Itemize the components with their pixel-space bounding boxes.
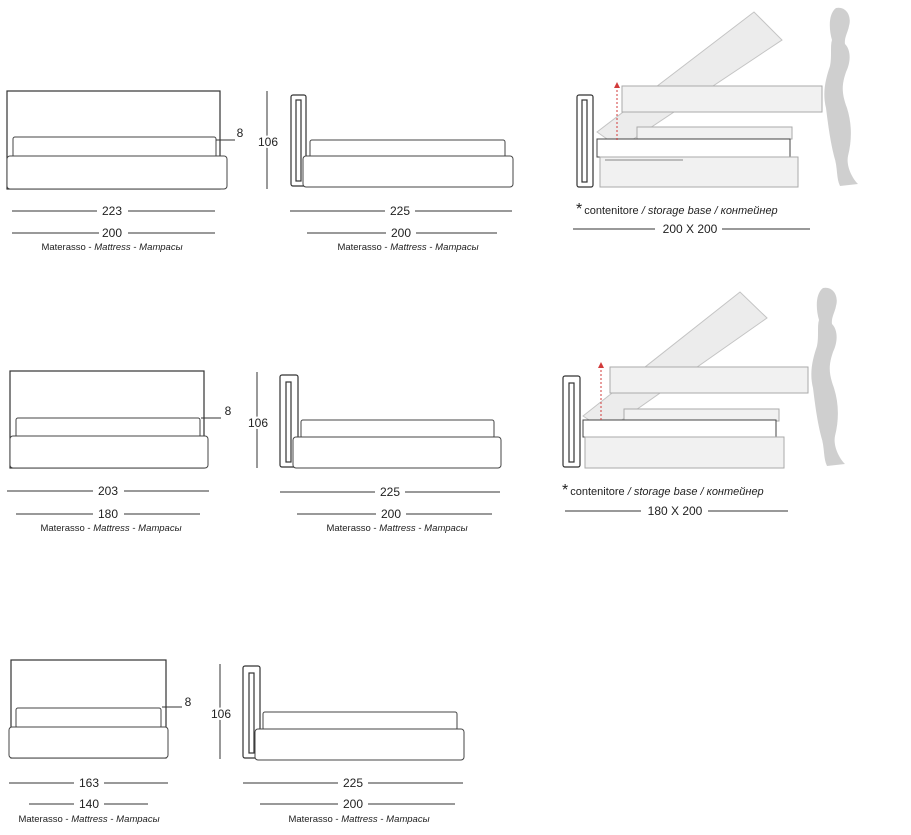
row3-length-label: 225 bbox=[343, 776, 363, 790]
row2-storage-caption: *contenitore / storage base / контейнер bbox=[562, 482, 764, 499]
row2-side-mattress-caption: Materasso - Mattress - Матрасы bbox=[326, 523, 467, 534]
row1-length-label: 225 bbox=[390, 204, 410, 218]
row3-side-view: 106 225 200 Materasso - Mattress - Матра… bbox=[209, 664, 465, 825]
row3-total-width-label: 163 bbox=[79, 776, 99, 790]
row1-mattress-length-label: 200 bbox=[391, 226, 411, 240]
row2-height-label: 106 bbox=[248, 416, 268, 430]
row3-side-mattress-caption: Materasso - Mattress - Матрасы bbox=[288, 814, 429, 825]
row2-front-mattress-caption: Materasso - Mattress - Матрасы bbox=[40, 523, 181, 534]
row1-storage-caption: *contenitore / storage base / контейнер bbox=[576, 201, 778, 218]
row3-front-mattress-caption: Materasso - Mattress - Матрасы bbox=[18, 814, 159, 825]
row2-side-view: 106 225 200 Materasso - Mattress - Матра… bbox=[246, 372, 502, 534]
row1-front-view: 8 223 200 Materasso - Mattress - Матрасы bbox=[6, 90, 244, 253]
woman-silhouette-icon bbox=[811, 287, 845, 466]
row1-height-label: 106 bbox=[258, 135, 278, 149]
row1-storage-size-label: 200 X 200 bbox=[663, 222, 718, 236]
row2-storage-view: *contenitore / storage base / контейнер … bbox=[562, 287, 845, 518]
row2-thickness-label: 8 bbox=[225, 404, 232, 418]
row3-mattress-width-label: 140 bbox=[79, 797, 99, 811]
row1-total-width-label: 223 bbox=[102, 204, 122, 218]
row2-front-view: 8 203 180 Materasso - Mattress - Матрасы bbox=[7, 370, 232, 534]
woman-silhouette-icon bbox=[824, 7, 858, 186]
row3-thickness-label: 8 bbox=[185, 695, 192, 709]
row1-storage-view: *contenitore / storage base / контейнер … bbox=[573, 7, 858, 236]
row2-mattress-width-label: 180 bbox=[98, 507, 118, 521]
row1-side-view: 106 225 200 Materasso - Mattress - Матра… bbox=[256, 91, 514, 253]
row1-mattress-width-label: 200 bbox=[102, 226, 122, 240]
row1-side-mattress-caption: Materasso - Mattress - Матрасы bbox=[337, 242, 478, 253]
row1-front-mattress-caption: Materasso - Mattress - Матрасы bbox=[41, 242, 182, 253]
row3-front-view: 8 163 140 Materasso - Mattress - Матрасы bbox=[8, 659, 192, 825]
row3-height-label: 106 bbox=[211, 707, 231, 721]
row2-length-label: 225 bbox=[380, 485, 400, 499]
row1-thickness-label: 8 bbox=[237, 126, 244, 140]
row3-mattress-length-label: 200 bbox=[343, 797, 363, 811]
row2-total-width-label: 203 bbox=[98, 484, 118, 498]
row2-storage-size-label: 180 X 200 bbox=[648, 504, 703, 518]
row2-mattress-length-label: 200 bbox=[381, 507, 401, 521]
